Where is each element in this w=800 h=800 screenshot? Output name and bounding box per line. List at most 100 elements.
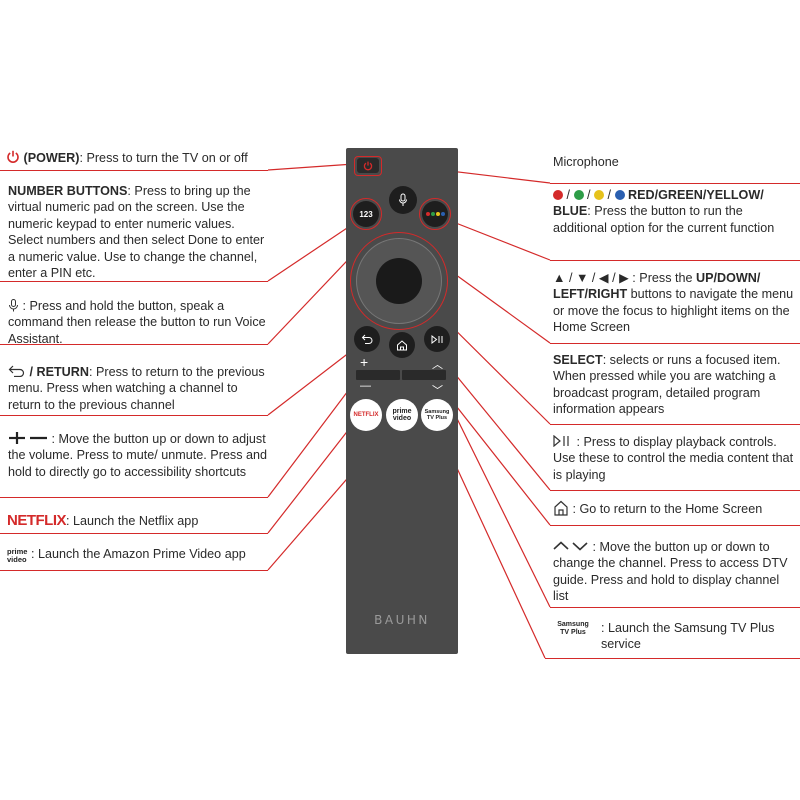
underline-channel (550, 607, 800, 608)
select-title: SELECT (553, 353, 603, 367)
underline-return (0, 415, 268, 416)
voice-description: : Press and hold the button, speak a com… (8, 298, 270, 347)
return-icon (361, 334, 373, 344)
colors-text: : Press the button to run the additional… (553, 204, 775, 235)
red-dot (425, 212, 430, 216)
yellow-dot (435, 212, 440, 216)
power-highlight (354, 156, 382, 176)
power-icon (363, 161, 373, 170)
power-connector (267, 163, 355, 171)
green-dot (430, 212, 435, 216)
nav-prefix: : Press the (632, 271, 693, 285)
channel-description: : Move the button up or down to change t… (553, 539, 798, 605)
microphone-icon (399, 193, 407, 206)
arrow-keys-icon: ▲ / ▼ / ◀ / ▶ (553, 271, 633, 285)
microphone-description: Microphone (553, 154, 798, 170)
select-button[interactable] (376, 258, 422, 304)
select-description: SELECT: selects or runs a focused item. … (553, 352, 798, 418)
nav-ring-highlight (350, 232, 448, 330)
blue-dot-icon (614, 190, 625, 200)
underline-play (550, 490, 800, 491)
return-description: / RETURN: Press to return to the previou… (8, 364, 270, 413)
play-pause-button[interactable] (424, 326, 450, 352)
nav-connector (451, 271, 551, 344)
plus-minus-icon (9, 432, 47, 444)
underline-colors (550, 260, 800, 261)
home-description: : Go to return to the Home Screen (553, 500, 798, 517)
numbers-button[interactable]: 123 (353, 201, 379, 227)
power-title: (POWER) (23, 151, 80, 165)
colors-title: RED/GREEN/YELLOW/ BLUE (553, 188, 764, 219)
underline-home (550, 525, 800, 526)
underline-voice (0, 344, 268, 345)
prime-text: : Launch the Amazon Prime Video app (31, 547, 246, 561)
remote-control: 123 + ︿ — ﹀ NETFLIX prime video Samsung … (346, 148, 458, 654)
netflix-logo: NETFLIX (7, 512, 67, 529)
select-text: : selects or runs a focused item. When p… (553, 353, 781, 417)
samsung-text: : Launch the Samsung TV Plus service (601, 621, 775, 652)
numbers-description: NUMBER BUTTONS: Press to bring up the vi… (8, 183, 270, 281)
colors-description: / / / RED/GREEN/YELLOW/ BLUE: Press the … (553, 188, 775, 235)
netflix-connector (267, 414, 361, 534)
power-description: (POWER): Press to turn the TV on or off (6, 150, 268, 166)
samsung-tv-plus-logo: Samsung TV Plus (557, 621, 589, 636)
blue-dot (440, 212, 445, 216)
numbers-text: : Press to bring up the virtual numeric … (8, 184, 265, 281)
underline-samsung (545, 658, 800, 659)
play-text: : Press to display playback controls. Us… (553, 435, 794, 482)
underline-prime (0, 570, 268, 571)
underline-power (0, 170, 268, 171)
volume-down-label: — (360, 380, 371, 392)
nav-title-1: UP/DOWN/ (696, 271, 761, 285)
home-button[interactable] (389, 332, 415, 358)
netflix-text: : Launch the Netflix app (66, 514, 199, 528)
prime-video-button[interactable]: prime video (386, 399, 418, 431)
prime-video-logo: prime video (7, 547, 28, 564)
voice-text: : Press and hold the button, speak a com… (8, 299, 266, 346)
nav-description: ▲ / ▼ / ◀ / ▶ : Press the UP/DOWN/ LEFT/… (553, 270, 798, 336)
chevron-up-down-icon (553, 541, 588, 551)
underline-select (550, 424, 800, 425)
samsung-description: Samsung TV Plus : Launch the Samsung TV … (553, 620, 798, 653)
green-dot-icon (573, 190, 584, 200)
microphone-button[interactable] (389, 186, 417, 214)
power-text: : Press to turn the TV on or off (79, 151, 248, 165)
yellow-dot-icon (594, 190, 604, 200)
color-buttons[interactable] (422, 201, 448, 227)
channel-text: : Move the button up or down to change t… (553, 540, 788, 604)
return-text: : Press to return to the previous menu. … (8, 365, 265, 412)
netflix-description: NETFLIX: Launch the Netflix app (7, 512, 269, 529)
netflix-button[interactable]: NETFLIX (350, 399, 382, 431)
numbers-highlight (350, 198, 382, 230)
underline-volume (0, 497, 268, 498)
nav-text: buttons to navigate the menu or move the… (553, 287, 794, 335)
home-icon (554, 500, 568, 516)
return-button[interactable] (354, 326, 380, 352)
netflix-button-logo: NETFLIX (353, 412, 379, 418)
prime-button-logo: prime video (392, 408, 412, 422)
numbers-title: NUMBER BUTTONS (8, 184, 128, 198)
navigation-pad[interactable] (356, 238, 442, 324)
red-dot-icon (553, 190, 563, 200)
underline-numbers (0, 281, 268, 282)
volume-text: : Move the button up or down to adjust t… (8, 432, 267, 479)
home-icon (397, 339, 407, 350)
samsung-tv-plus-button[interactable]: Samsung TV Plus (421, 399, 453, 431)
home-text: : Go to return to the Home Screen (572, 502, 763, 516)
return-icon (8, 365, 25, 378)
brand-logo: BAUHN (374, 613, 430, 627)
samsung-button-logo: Samsung TV Plus (424, 409, 450, 421)
volume-description: : Move the button up or down to adjust t… (8, 431, 270, 480)
underline-netflix (0, 533, 268, 534)
play-description: : Press to display playback controls. Us… (553, 434, 798, 483)
microphone-icon (9, 299, 18, 312)
play-pause-icon (431, 334, 442, 344)
volume-rocker[interactable] (356, 370, 400, 380)
power-button[interactable] (357, 158, 379, 173)
microphone-label: Microphone (553, 155, 619, 169)
channel-rocker[interactable] (402, 370, 446, 380)
nav-title-2: LEFT/RIGHT (553, 287, 628, 302)
colors-highlight (419, 198, 451, 230)
power-icon (7, 150, 19, 163)
underline-mic (550, 183, 800, 184)
